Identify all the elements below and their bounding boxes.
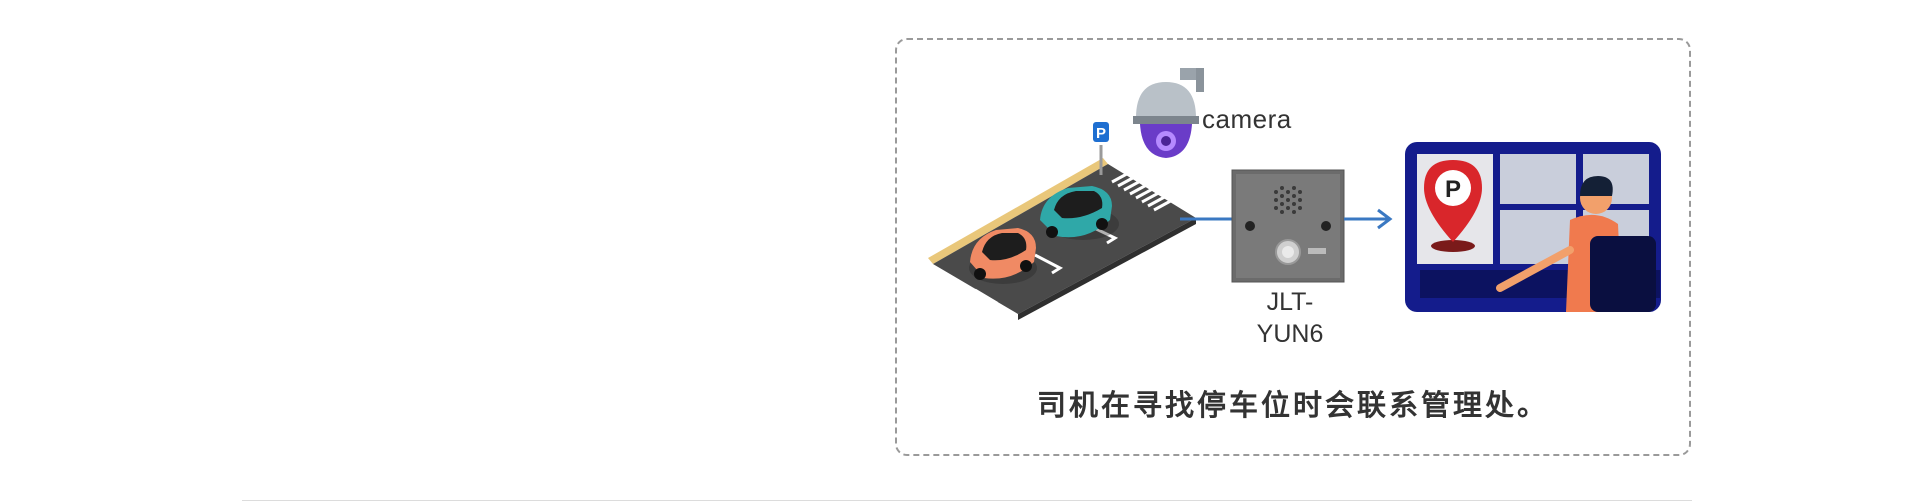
intercom-device-icon xyxy=(1231,169,1345,283)
diagram-caption: 司机在寻找停车位时会联系管理处。 xyxy=(1036,388,1549,422)
parking-lot-illustration: P xyxy=(928,122,1196,320)
control-room-illustration: P xyxy=(1405,142,1661,312)
parking-lines xyxy=(974,224,1119,308)
curb xyxy=(928,158,1108,264)
dome-camera-icon xyxy=(1133,68,1204,158)
arrow-to-control-room xyxy=(1344,208,1393,230)
orange-car xyxy=(969,228,1037,284)
diagram-frame xyxy=(895,38,1691,456)
parking-sign-letter: P xyxy=(1096,125,1106,142)
location-pin-icon: P xyxy=(1424,160,1482,252)
pin-letter: P xyxy=(1445,176,1461,203)
crosswalk xyxy=(1111,168,1177,212)
parking-sign: P xyxy=(1093,122,1109,175)
device-label: JLT-YUN6 xyxy=(1256,288,1324,348)
teal-car xyxy=(1040,186,1119,240)
operator-figure xyxy=(1496,176,1656,312)
speaker-grille xyxy=(1274,186,1302,214)
camera-label: camera xyxy=(1202,104,1292,134)
